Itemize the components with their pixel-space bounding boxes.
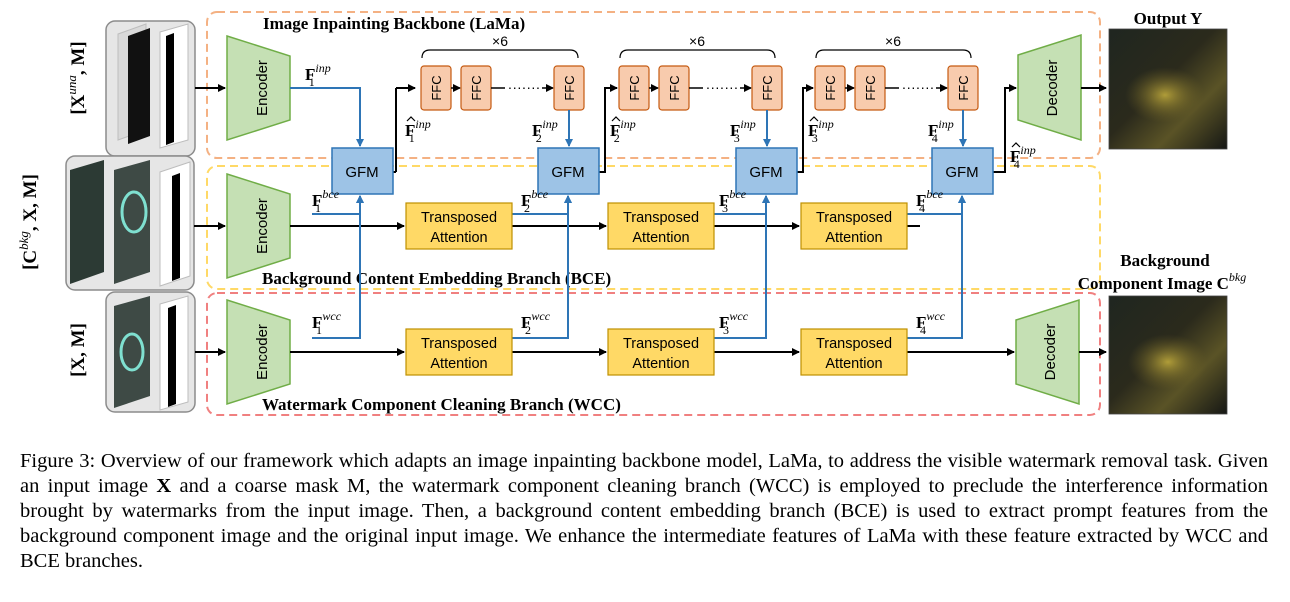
svg-text:GFM: GFM xyxy=(749,164,782,181)
svg-text:Attention: Attention xyxy=(430,230,487,246)
output-image-bottom xyxy=(1108,295,1228,415)
ffc-group-2: ×6 FFC FFC ······· FFC xyxy=(618,33,783,111)
svg-text:FFC: FFC xyxy=(562,75,577,100)
feature-taps xyxy=(312,195,966,339)
svg-text:GFM: GFM xyxy=(551,164,584,181)
svg-text:Attention: Attention xyxy=(632,230,689,246)
ta-wcc-1: Transposed Attention xyxy=(405,328,513,376)
bce-region xyxy=(206,165,1101,290)
bce-title: Background Content Embedding Branch (BCE… xyxy=(262,269,611,288)
svg-text:FFC: FFC xyxy=(863,75,878,100)
output-title-bottom-2: Component Image Cbkg xyxy=(1078,270,1246,293)
ta-bce-2: Transposed Attention xyxy=(607,202,715,250)
svg-text:FFC: FFC xyxy=(667,75,682,100)
svg-text:Attention: Attention xyxy=(825,230,882,246)
gfm-3: GFM xyxy=(735,147,798,195)
input-panel-middle xyxy=(65,155,195,291)
svg-text:Decoder: Decoder xyxy=(1042,324,1059,381)
input-label-middle: [Cbkg, X, M] xyxy=(16,174,41,270)
gfm3-to-ffc3 xyxy=(797,84,814,173)
svg-text:Decoder: Decoder xyxy=(1044,60,1061,117)
encoder-top: Encoder xyxy=(226,34,291,142)
caption-text-a: Overview of our framework which adapts a… xyxy=(20,450,1269,497)
input-panel-top xyxy=(105,20,196,157)
ta-wcc-2: Transposed Attention xyxy=(607,328,715,376)
svg-text:Transposed: Transposed xyxy=(816,336,892,352)
svg-text:·······: ······· xyxy=(508,79,541,95)
input-panel-bottom xyxy=(105,291,196,413)
caption-label: Figure 3: xyxy=(20,450,96,472)
ta-bce-1: Transposed Attention xyxy=(405,202,513,250)
svg-text:Attention: Attention xyxy=(632,356,689,372)
output-image-top xyxy=(1108,28,1228,150)
ffc-group-3: ×6 FFC FFC ······· FFC xyxy=(814,33,979,111)
gfm-1: GFM xyxy=(331,147,394,195)
caption-var-m: M xyxy=(346,475,366,497)
svg-text:×6: ×6 xyxy=(689,33,705,49)
gfm4-to-decoder xyxy=(993,84,1017,173)
svg-text:Transposed: Transposed xyxy=(623,210,699,226)
encoder-bottom: Encoder xyxy=(226,298,291,406)
gfm-4: GFM xyxy=(931,147,994,195)
svg-text:FFC: FFC xyxy=(469,75,484,100)
svg-text:Attention: Attention xyxy=(825,356,882,372)
caption-var-x: X xyxy=(156,475,172,497)
figure-caption: Figure 3: Overview of our framework whic… xyxy=(20,449,1268,574)
svg-text:FFC: FFC xyxy=(823,75,838,100)
svg-text:Transposed: Transposed xyxy=(816,210,892,226)
framework-diagram: Image Inpainting Backbone (LaMa) Backgro… xyxy=(16,9,1246,416)
caption-text-b: and a coarse mask xyxy=(171,475,347,497)
caption-text-c: , the watermark component cleaning branc… xyxy=(20,475,1268,572)
svg-text:Transposed: Transposed xyxy=(421,210,497,226)
decoder-top: Decoder xyxy=(1017,33,1082,142)
svg-text:Encoder: Encoder xyxy=(254,60,271,116)
ta-wcc-3: Transposed Attention xyxy=(800,328,908,376)
svg-text:Transposed: Transposed xyxy=(421,336,497,352)
svg-text:FFC: FFC xyxy=(627,75,642,100)
svg-text:×6: ×6 xyxy=(885,33,901,49)
input-label-bottom: [X, M] xyxy=(68,323,89,377)
decoder-bottom: Decoder xyxy=(1015,298,1080,406)
input-label-top: [Xuna, M] xyxy=(64,41,89,114)
svg-text:GFM: GFM xyxy=(945,164,978,181)
output-title-top: Output Y xyxy=(1134,9,1203,28)
enc-top-to-gfm1 xyxy=(290,87,364,147)
svg-text:GFM: GFM xyxy=(345,164,378,181)
backbone-title: Image Inpainting Backbone (LaMa) xyxy=(263,14,525,33)
svg-text:Attention: Attention xyxy=(430,356,487,372)
svg-text:Transposed: Transposed xyxy=(623,336,699,352)
gfm2-to-ffc2 xyxy=(599,84,618,173)
hat-marks xyxy=(406,116,1021,148)
wcc-title: Watermark Component Cleaning Branch (WCC… xyxy=(262,395,621,414)
svg-text:FFC: FFC xyxy=(760,75,775,100)
ffc-group-1: ×6 FFC FFC ······· FFC xyxy=(420,33,585,111)
svg-text:Encoder: Encoder xyxy=(254,198,271,254)
svg-text:×6: ×6 xyxy=(492,33,508,49)
output-title-bottom-1: Background xyxy=(1120,251,1210,270)
svg-text:·······: ······· xyxy=(706,79,739,95)
encoder-middle: Encoder xyxy=(226,172,291,280)
svg-text:FFC: FFC xyxy=(429,75,444,100)
gfm-2: GFM xyxy=(537,147,600,195)
svg-text:·······: ······· xyxy=(902,79,935,95)
svg-text:Encoder: Encoder xyxy=(254,324,271,380)
svg-text:FFC: FFC xyxy=(956,75,971,100)
ta-bce-3: Transposed Attention xyxy=(800,202,908,250)
